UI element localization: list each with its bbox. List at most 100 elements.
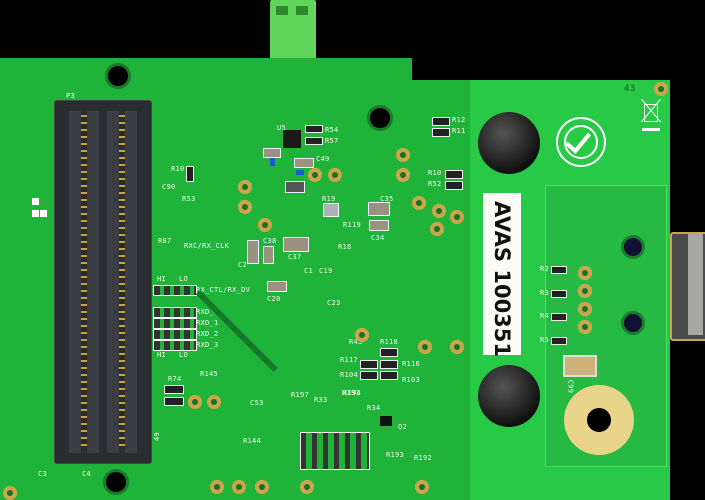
resistor (380, 360, 398, 369)
terminal-block (270, 0, 316, 62)
designator: C19 (319, 267, 333, 275)
jumper-row-label: RXD_3 (196, 341, 219, 349)
via-pad (328, 168, 342, 182)
via-pad (258, 218, 272, 232)
gold-ring-pad (564, 385, 634, 455)
designator: C35 (380, 195, 394, 203)
designator: R3 (540, 289, 550, 297)
via-pad (578, 302, 592, 316)
via-pad (450, 210, 464, 224)
designator: R119 (343, 221, 362, 229)
side-connector (670, 232, 705, 341)
via-pad (450, 340, 464, 354)
designator: C1 (304, 267, 314, 275)
terminal-screw-slot (296, 6, 308, 15)
mounting-hole (108, 66, 128, 86)
resistor (360, 360, 378, 369)
via-pad (308, 168, 322, 182)
designator: C2 (238, 261, 248, 269)
designator: C90 (162, 183, 176, 191)
via-pad (578, 266, 592, 280)
rubber-foot (478, 365, 540, 427)
resistor (186, 166, 194, 182)
via-pad (432, 204, 446, 218)
capacitor (263, 246, 274, 264)
designator: R118 (380, 338, 399, 346)
capacitor (283, 237, 309, 252)
resistor (432, 117, 450, 126)
capacitor (368, 202, 390, 216)
via-pad (255, 480, 269, 494)
jumper-row (153, 318, 197, 329)
screw (624, 238, 642, 256)
screw (624, 314, 642, 332)
via-pad (232, 480, 246, 494)
via-pad (578, 284, 592, 298)
resistor (551, 313, 567, 321)
designator: R57 (325, 137, 339, 145)
designator: R5 (540, 336, 550, 344)
connector-designator: P3 (66, 92, 76, 100)
designator: R18 (338, 243, 352, 251)
capacitor (369, 220, 389, 231)
pad (40, 210, 47, 217)
designator: R12 (452, 116, 466, 124)
designator: R117 (340, 356, 359, 364)
designator: R74 (168, 375, 182, 383)
via-pad (355, 328, 369, 342)
resistor (380, 348, 398, 357)
blue-component (296, 170, 304, 175)
via-pad (396, 148, 410, 162)
designator: R53 (182, 195, 196, 203)
designator: U5 (277, 124, 287, 132)
designator: R19 (322, 195, 336, 203)
via-pad (207, 395, 221, 409)
via-pad (3, 486, 17, 500)
via-pad (418, 340, 432, 354)
designator: C37 (288, 253, 302, 261)
designator: C20 (267, 295, 281, 303)
designator: R52 (428, 180, 442, 188)
designator: R4 (540, 312, 550, 320)
via-pad (238, 180, 252, 194)
jumper-lo-label: LO (179, 275, 189, 283)
jumper-row (153, 285, 197, 296)
pad (32, 198, 39, 205)
resistor (432, 128, 450, 137)
capacitor (263, 148, 281, 158)
resistor (551, 337, 567, 345)
designator: R192 (414, 454, 433, 462)
via-pad (396, 168, 410, 182)
designator: R193 (386, 451, 405, 459)
via-pad (412, 196, 426, 210)
via-pad (210, 480, 224, 494)
jumper-row-label: RX_CTL/RX_DV (196, 286, 251, 294)
connector-pin-label: 49 (153, 431, 162, 442)
designator: C4 (82, 470, 92, 478)
resistor (305, 137, 323, 145)
designator: R144 (243, 437, 262, 445)
weee-bin-icon (636, 98, 664, 134)
via-pad (654, 82, 668, 96)
jumper-row-label: RXD_2 (196, 330, 219, 338)
jumper-row-label: RXD_1 (196, 319, 219, 327)
jumper-row-label: RXD_0 (196, 308, 219, 316)
resistor (445, 181, 463, 190)
rubber-foot (478, 112, 540, 174)
tantalum-capacitor (563, 355, 597, 377)
resistor (164, 397, 184, 406)
jumper-row (153, 340, 197, 351)
designator: R54 (325, 126, 339, 134)
jumper-row (153, 307, 197, 318)
capacitor (267, 281, 287, 292)
mounting-hole (370, 108, 390, 128)
via-pad (578, 320, 592, 334)
transistor-q2 (380, 416, 392, 426)
resistor (305, 125, 323, 133)
via-pad (238, 200, 252, 214)
resistor-array (300, 432, 370, 470)
resistor (360, 371, 378, 380)
jumper-row (153, 329, 197, 340)
resistor (445, 170, 463, 179)
rohs-compliant-icon (556, 117, 606, 167)
